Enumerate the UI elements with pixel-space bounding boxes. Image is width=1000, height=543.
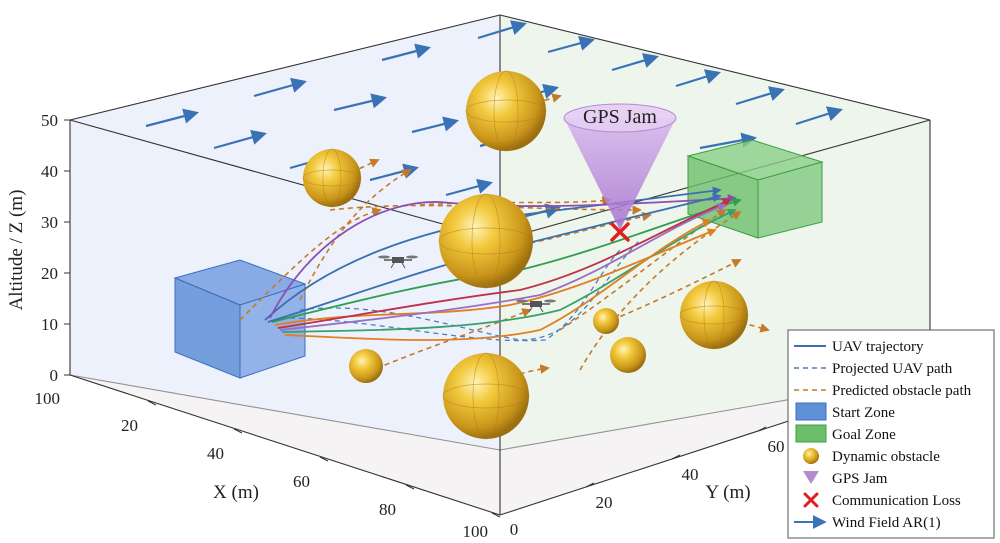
- sphere-obstacle: [438, 193, 534, 289]
- z-tick-label: 40: [41, 162, 58, 181]
- y-tick-label: 60: [768, 437, 785, 456]
- legend-item-label: Wind Field AR(1): [832, 515, 941, 531]
- legend-item-label: Dynamic obstacle: [832, 449, 940, 465]
- legend-item-label: UAV trajectory: [832, 339, 924, 355]
- y-axis: 0 20 40 60 Y (m): [510, 426, 785, 539]
- x-tick-label: 60: [293, 472, 310, 491]
- z-tick-label: 30: [41, 213, 58, 232]
- x-axis-label: X (m): [213, 482, 259, 503]
- x-tick-label: 80: [379, 500, 396, 519]
- sphere-obstacle: [302, 148, 362, 208]
- blue-square-icon: [795, 402, 827, 421]
- x-tick-label: 100: [35, 389, 61, 408]
- z-axis: 0 10 20 30 40 50 Altitude / Z (m): [6, 111, 70, 385]
- legend-item-label: Start Zone: [832, 405, 895, 421]
- legend: UAV trajectory Projected UAV path Predic…: [787, 329, 995, 539]
- sphere-obstacle: [593, 308, 619, 334]
- sphere-obstacle: [679, 280, 749, 350]
- sphere-obstacle: [349, 349, 383, 383]
- green-square-icon: [795, 424, 827, 443]
- legend-item-label: Projected UAV path: [832, 361, 953, 377]
- gps-jam-cone: GPS Jam: [563, 103, 677, 230]
- y-axis-label: Y (m): [705, 482, 750, 503]
- red-cross-icon: [803, 492, 819, 508]
- legend-item-label: Communication Loss: [832, 493, 961, 509]
- x-tick-label: 100: [463, 522, 489, 541]
- communication-loss-marker: [610, 222, 630, 242]
- drone-icon: [378, 255, 418, 269]
- gold-sphere-icon: [803, 448, 819, 464]
- z-tick-label: 0: [50, 366, 59, 385]
- legend-item-label: Goal Zone: [832, 427, 896, 443]
- uav-trajectories: [264, 186, 742, 341]
- z-tick-label: 50: [41, 111, 58, 130]
- x-tick-label: 40: [207, 444, 224, 463]
- start-zone-cube: [173, 259, 307, 379]
- y-tick-label: 20: [596, 493, 613, 512]
- legend-item-label: Predicted obstacle path: [832, 383, 972, 399]
- box-edges: [69, 14, 931, 516]
- z-axis-label: Altitude / Z (m): [6, 190, 27, 311]
- drone-icon: [516, 299, 556, 313]
- wind-field-arrows: [145, 20, 843, 220]
- x-axis: 100 20 40 60 80 100 X (m): [35, 389, 501, 541]
- z-tick-label: 20: [41, 264, 58, 283]
- gps-jam-label: GPS Jam: [583, 106, 657, 128]
- purple-triangle-icon: [803, 471, 819, 484]
- y-tick-label: 0: [510, 520, 519, 539]
- y-tick-label: 40: [682, 465, 699, 484]
- sphere-obstacle: [465, 70, 547, 152]
- projected-uav-paths: [289, 239, 641, 342]
- sphere-obstacle: [610, 337, 646, 373]
- x-tick-label: 20: [121, 416, 138, 435]
- legend-item-label: GPS Jam: [832, 471, 888, 487]
- sphere-obstacle: [442, 352, 530, 440]
- dynamic-obstacles: [302, 70, 749, 440]
- z-tick-label: 10: [41, 315, 58, 334]
